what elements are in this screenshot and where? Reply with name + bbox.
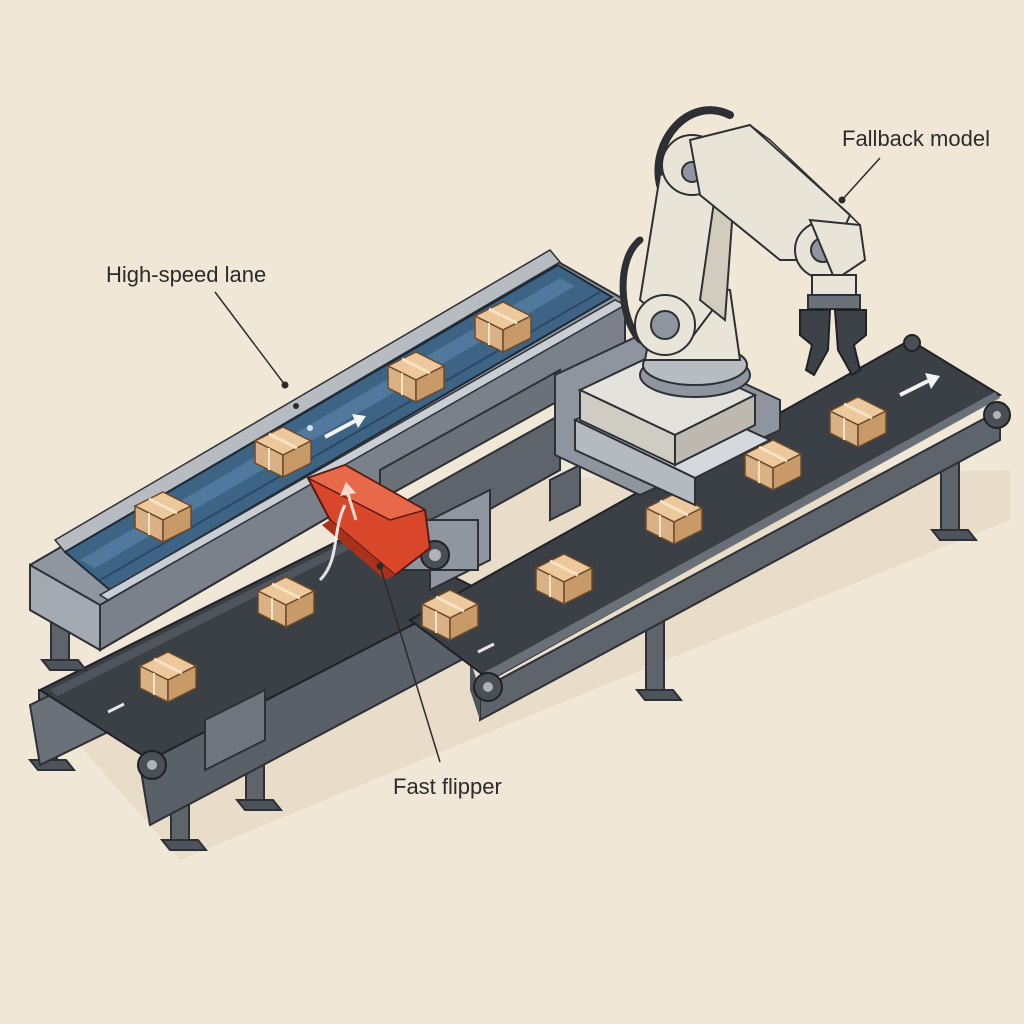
lower-conveyor bbox=[28, 528, 483, 851]
leader-lines bbox=[214, 157, 881, 763]
high-speed-lane bbox=[29, 249, 627, 671]
robot-arm bbox=[619, 106, 867, 398]
right-arrow-icon bbox=[899, 373, 940, 397]
right-arrow-icon bbox=[324, 414, 366, 439]
high-speed-lane-label: High-speed lane bbox=[106, 262, 267, 287]
fast-flipper-label: Fast flipper bbox=[393, 774, 502, 799]
flipper-arrow-icon bbox=[340, 482, 358, 521]
fast-flipper bbox=[306, 463, 479, 582]
fallback-model-label: Fallback model bbox=[842, 126, 990, 151]
